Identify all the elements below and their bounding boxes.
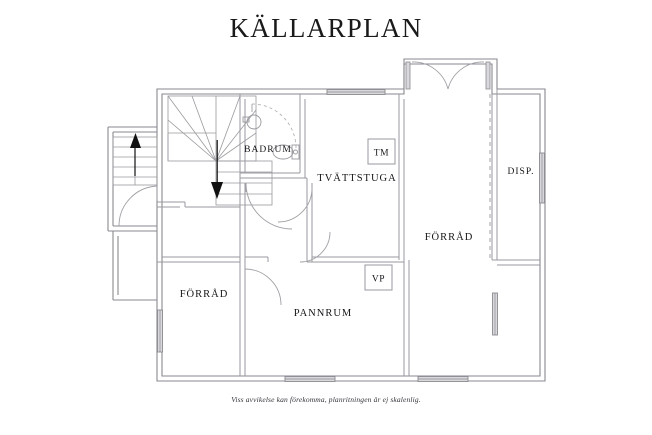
door-hall-to-pannrum: [277, 187, 313, 223]
window-top-1: [326, 89, 386, 95]
room-label-forrad-right: FÖRRÅD: [425, 231, 474, 243]
exterior-walls: [107, 58, 546, 382]
door-swings: [118, 103, 331, 306]
interior-staircase: [167, 95, 273, 206]
appliance-box-vp: VP: [364, 264, 393, 291]
window-bottom-2: [417, 376, 469, 382]
sink-icon: [242, 114, 262, 130]
tm-label: TM: [374, 149, 389, 159]
room-label-badrum: BADRUM: [244, 145, 292, 155]
room-label-disp: DISP.: [508, 167, 535, 177]
stair-direction-arrow-up: [130, 133, 141, 176]
door-porch-entry: [118, 185, 158, 227]
room-label-forrad-left: FÖRRÅD: [180, 288, 229, 300]
window-left-1: [157, 309, 163, 353]
door-hall-to-tvattstuga: [245, 182, 293, 230]
toilet-icon: [272, 144, 300, 160]
room-label-pannrum: PANNRUM: [294, 308, 353, 319]
window-right-disp: [539, 152, 545, 204]
tm-box: [367, 138, 396, 165]
room-label-tvattstuga: TVÄTTSTUGA: [317, 172, 396, 184]
door-pannrum-top: [299, 231, 331, 263]
room-labels: BADRUM TVÄTTSTUGA FÖRRÅD PANNRUM FÖRRÅD …: [180, 145, 535, 319]
bathroom-fixtures: [242, 114, 300, 160]
stair-winder-treads: [167, 95, 257, 162]
window-bottom-1: [284, 376, 336, 382]
entrance-double-doors: [405, 61, 491, 90]
vp-label: VP: [372, 275, 385, 285]
windows: [157, 89, 545, 382]
disclaimer-text: Viss avvikelse kan förekomma, planritnin…: [231, 395, 421, 404]
stair-straight-treads: [215, 160, 273, 206]
appliance-box-tm: TM: [367, 138, 396, 165]
appliance-boxes: TM VP: [364, 138, 396, 291]
exterior-staircase: [112, 133, 158, 186]
stair-direction-arrow-down: [211, 140, 223, 199]
door-badrum: [251, 103, 297, 149]
door-forrad-left: [244, 268, 282, 306]
interior-walls: [157, 89, 540, 376]
page-title: KÄLLARPLAN: [229, 13, 423, 43]
window-right-forrad: [492, 292, 498, 336]
vp-box: [364, 264, 393, 291]
